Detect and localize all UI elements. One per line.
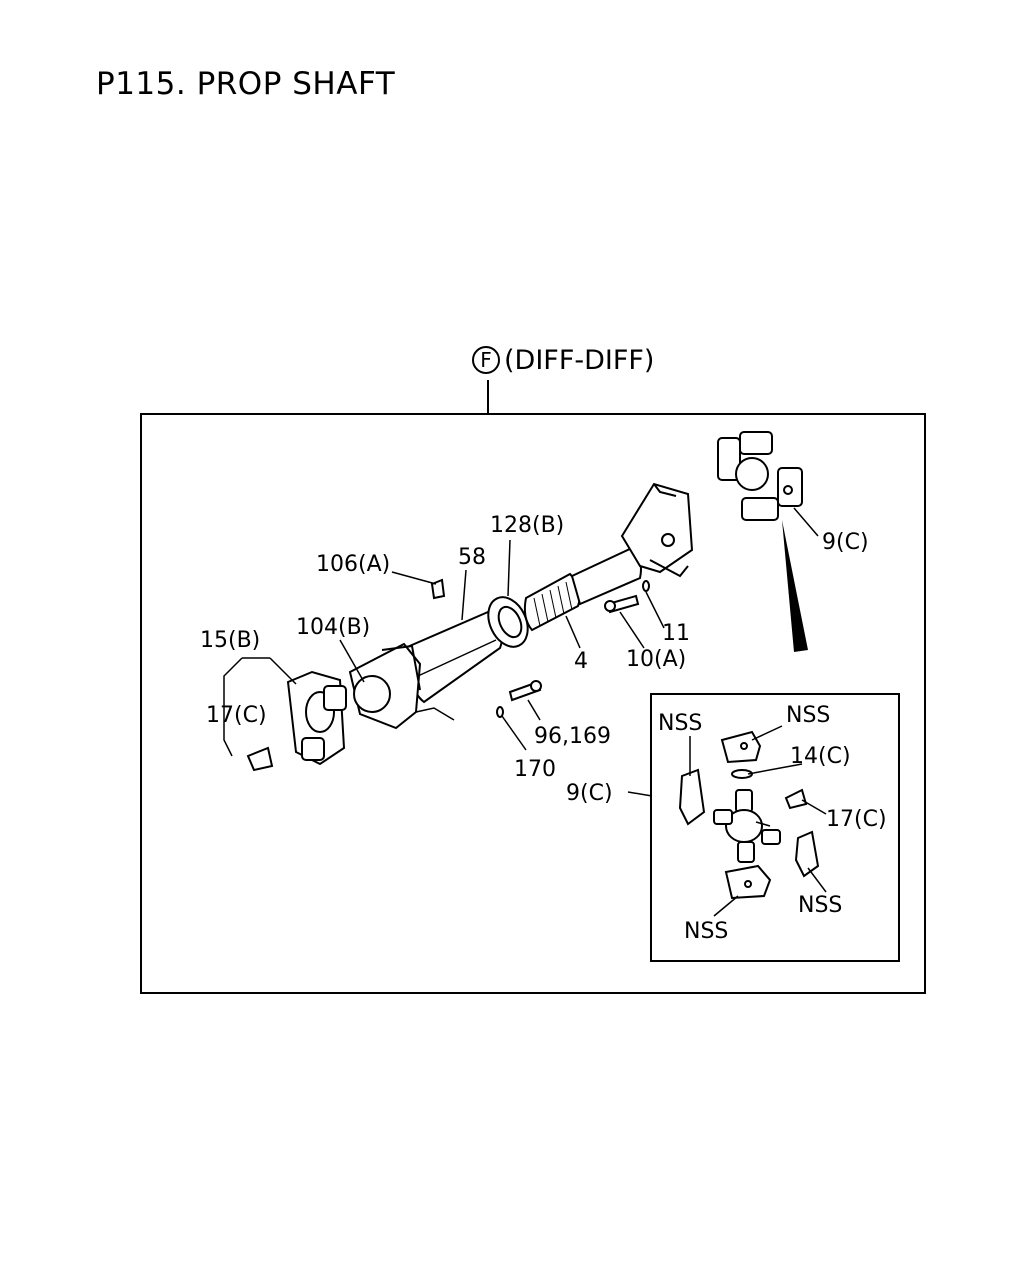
grease-fitting-inset	[784, 788, 808, 810]
washer-11	[642, 580, 650, 592]
top-right-cross-journal	[717, 431, 803, 521]
label-9c-top: 9(C)	[822, 530, 869, 555]
label-4: 4	[574, 649, 588, 674]
label-nss-1: NSS	[658, 711, 702, 736]
label-58: 58	[458, 545, 486, 570]
label-14c: 14(C)	[790, 744, 851, 769]
leader-lines	[223, 507, 827, 917]
inset-frame	[650, 693, 900, 962]
section-marker: F	[472, 346, 500, 374]
left-cross-journal	[286, 670, 347, 766]
label-96-169: 96,169	[534, 724, 611, 749]
label-15b: 15(B)	[200, 628, 260, 653]
label-106a: 106(A)	[316, 552, 390, 577]
label-128b: 128(B)	[490, 513, 564, 538]
label-nss-2: NSS	[786, 703, 830, 728]
label-17c-inset: 17(C)	[826, 807, 887, 832]
pointer-wedge	[782, 520, 808, 652]
label-17c-left: 17(C)	[206, 703, 267, 728]
label-170: 170	[514, 757, 556, 782]
page-title: P115. PROP SHAFT	[96, 66, 396, 102]
main-frame	[140, 413, 926, 994]
section-label: (DIFF-DIFF)	[504, 344, 655, 376]
bearing-cap-right	[794, 830, 820, 878]
label-10a: 10(A)	[626, 647, 686, 672]
bearing-cap-left	[678, 768, 706, 826]
label-104b: 104(B)	[296, 615, 370, 640]
section-header: F (DIFF-DIFF)	[472, 340, 654, 380]
inset-parts	[678, 730, 820, 900]
grease-fitting-left	[246, 746, 274, 772]
label-nss-3: NSS	[798, 893, 842, 918]
label-11: 11	[662, 621, 690, 646]
cross-spider	[713, 789, 781, 863]
label-nss-4: NSS	[684, 919, 728, 944]
nut-170	[496, 706, 504, 718]
label-9c-inset: 9(C)	[566, 781, 613, 806]
